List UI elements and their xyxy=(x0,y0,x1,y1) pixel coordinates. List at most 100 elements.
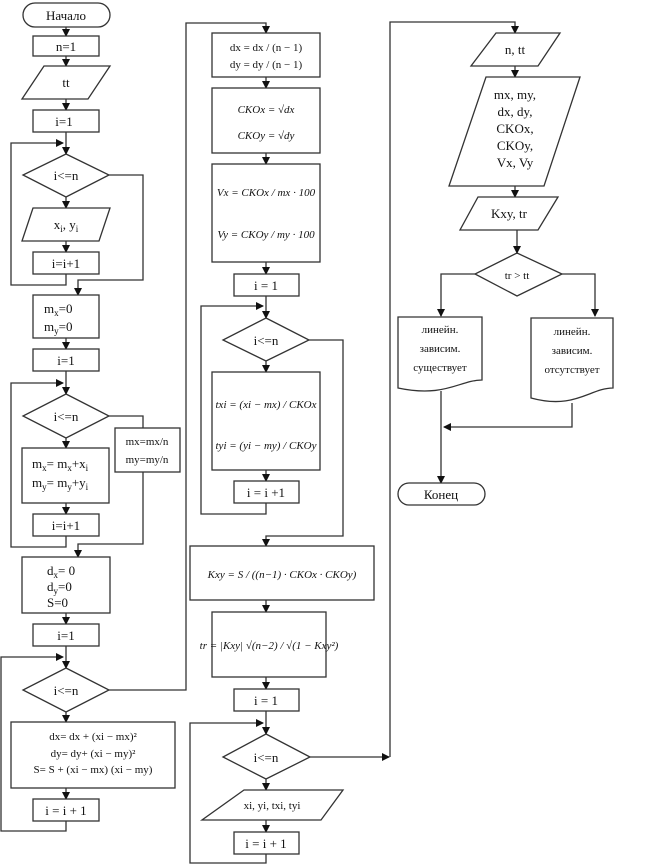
svg-text:tt: tt xyxy=(62,75,70,90)
decision-loop-d: i<=n xyxy=(221,317,311,362)
svg-text:i=1: i=1 xyxy=(55,114,72,129)
document-dependency-exists: линейн. зависим. существует xyxy=(397,316,483,392)
process-d-divide: dx = dx / (n − 1) dy = dy / (n − 1) xyxy=(211,32,321,78)
svg-text:CKOy = √dy: CKOy = √dy xyxy=(238,130,295,142)
svg-text:dx= dx + (xi − mx)²: dx= dx + (xi − mx)² xyxy=(49,731,137,743)
x-var: x xyxy=(54,217,61,232)
decision-loop-e: i<=n xyxy=(221,733,312,780)
process-i-init-d: i = 1 xyxy=(233,273,300,297)
svg-text:tyi = (yi − my) / CKOy: tyi = (yi − my) / CKOy xyxy=(216,440,317,452)
input-tt: tt xyxy=(20,65,112,100)
svg-text:Начало: Начало xyxy=(46,8,86,23)
text-line: линейн. xyxy=(554,326,591,338)
text-line: зависим. xyxy=(552,345,593,357)
svg-text:i<=n: i<=n xyxy=(254,750,279,765)
text-line: отсутствует xyxy=(544,364,599,376)
svg-text:i<=n: i<=n xyxy=(54,409,79,424)
branch-no xyxy=(562,273,599,317)
process-m-init: mx=0 my=0 xyxy=(32,294,100,339)
branch-yes xyxy=(437,273,475,317)
loop-back-c xyxy=(0,653,67,832)
svg-text:Kxy = S / ((n−1) · CKOx · CKOy: Kxy = S / ((n−1) · CKOx · CKOy) xyxy=(207,569,357,581)
process-i-init-c: i=1 xyxy=(32,623,100,647)
loop-exit-c xyxy=(109,22,270,691)
merge-connector xyxy=(443,403,573,431)
svg-text:tr > tt: tr > tt xyxy=(505,270,530,282)
process-cko: CKOx = √dx CKOy = √dy xyxy=(211,87,321,154)
process-m-divide: mx=mx/n my=my/n xyxy=(114,427,181,473)
svg-text:CKOx = √dx: CKOx = √dx xyxy=(238,104,295,116)
loop-exit-a xyxy=(74,174,144,296)
svg-text:tr = |Kxy| √(n−2) / √(1 − Kxy²: tr = |Kxy| √(n−2) / √(1 − Kxy²) xyxy=(200,640,339,652)
loop-back-b xyxy=(10,379,67,548)
process-inc-d: i = i +1 xyxy=(233,480,300,504)
text-line: dx, dy, xyxy=(498,104,533,119)
output-stats: mx, my,dx, dy,CKOx,CKOy,Vx, Vy xyxy=(448,76,581,187)
svg-text:dx = dx / (n − 1): dx = dx / (n − 1) xyxy=(230,42,303,54)
text-line: существует xyxy=(413,362,467,374)
text-line: зависим. xyxy=(420,343,461,355)
text-line: CKOx, xyxy=(496,121,533,136)
process-i-init-b: i=1 xyxy=(32,348,100,372)
connector xyxy=(74,472,144,558)
process-tr: tr = |Kxy| √(n−2) / √(1 − Kxy²) xyxy=(200,611,339,678)
process-kxy: Kxy = S / ((n−1) · CKOx · CKOy) xyxy=(189,545,375,601)
document-dependency-absent: линейн. зависим. отсутствует xyxy=(530,317,614,403)
process-inc-b: i=i+1 xyxy=(32,513,100,537)
end-terminal: Конец xyxy=(397,482,486,506)
process-t-values: txi = (xi − mx) / CKOx tyi = (yi − my) /… xyxy=(211,371,321,471)
svg-text:i=1: i=1 xyxy=(57,353,74,368)
svg-text:S= S + (xi − mx) (xi − my): S= S + (xi − mx) (xi − my) xyxy=(34,764,153,776)
loop-exit-b xyxy=(109,415,144,428)
output-kxy-tr: Kxy, tr xyxy=(458,196,560,231)
svg-text:mx=mx/n: mx=mx/n xyxy=(126,436,169,448)
svg-text:линейн.зависим.отсутствует: линейн. зависим. отсутствует xyxy=(544,326,599,376)
svg-text:i<=n: i<=n xyxy=(54,683,79,698)
svg-text:i = 1: i = 1 xyxy=(254,278,278,293)
loop-back-e xyxy=(189,719,267,864)
output-n-tt: n, tt xyxy=(469,32,562,67)
svg-text:i=i+1: i=i+1 xyxy=(52,518,80,533)
text-line: линейн. xyxy=(422,324,459,336)
connector-to-right-column xyxy=(389,21,519,757)
loop-back-a xyxy=(10,139,67,286)
svg-text:i = i + 1: i = i + 1 xyxy=(45,803,86,818)
decision-loop-b: i<=n xyxy=(21,393,111,439)
process-variation: Vx = CKOx / mx · 100 Vy = CKOy / my · 10… xyxy=(211,163,321,263)
process-n-init: n=1 xyxy=(32,35,100,57)
svg-text:n, tt: n, tt xyxy=(505,42,526,57)
svg-text:i<=n: i<=n xyxy=(254,333,279,348)
loop-back-d xyxy=(200,302,267,515)
text-line: mx, my, xyxy=(494,87,536,102)
output-t-values: xi, yi, txi, tyi xyxy=(199,789,345,821)
svg-text:mx=0: mx=0 xyxy=(44,301,72,318)
svg-text:Vy = CKOy / my · 100: Vy = CKOy / my · 100 xyxy=(217,229,315,241)
svg-text:Vx = CKOx / mx · 100: Vx = CKOx / mx · 100 xyxy=(217,187,316,199)
text-line: Vx, Vy xyxy=(497,155,534,170)
process-inc-e: i = i + 1 xyxy=(233,831,300,855)
process-inc-a: i=i+1 xyxy=(32,251,100,275)
svg-text:my=my/n: my=my/n xyxy=(126,454,169,466)
svg-text:xi, yi, txi, tyi: xi, yi, txi, tyi xyxy=(244,800,301,812)
svg-text:линейн.зависим.существует: линейн. зависим. существует xyxy=(413,324,467,374)
svg-text:i=i+1: i=i+1 xyxy=(52,256,80,271)
decision-loop-a: i<=n xyxy=(21,153,111,198)
process-d-init: dx= 0 dy=0 S=0 xyxy=(21,556,111,614)
start-terminal: Начало xyxy=(22,2,111,28)
svg-text:dy= dy+ (xi − my)²: dy= dy+ (xi − my)² xyxy=(51,748,137,760)
svg-text:my=0: my=0 xyxy=(44,319,72,336)
process-inc-c: i = i + 1 xyxy=(32,798,100,822)
svg-text:n=1: n=1 xyxy=(56,39,76,54)
loop-exit-d xyxy=(262,339,344,547)
process-m-accumulate: mx= mx+xi my= my+yi xyxy=(21,447,110,504)
process-i-init-a: i=1 xyxy=(32,109,100,133)
svg-text:i<=n: i<=n xyxy=(54,168,79,183)
decision-loop-c: i<=n xyxy=(21,667,111,713)
svg-text:xi, yi: xi, yi xyxy=(54,217,79,234)
svg-text:mx, my,dx, dy,CKOx,CKOy,Vx, Vy: mx, my,dx, dy,CKOx,CKOy,Vx, Vy xyxy=(494,87,536,170)
svg-text:Kxy, tr: Kxy, tr xyxy=(491,206,528,221)
svg-text:dy=0: dy=0 xyxy=(47,579,72,596)
svg-text:mx= mx+xi: mx= mx+xi xyxy=(32,456,89,473)
svg-text:dy = dy / (n − 1): dy = dy / (n − 1) xyxy=(230,59,303,71)
